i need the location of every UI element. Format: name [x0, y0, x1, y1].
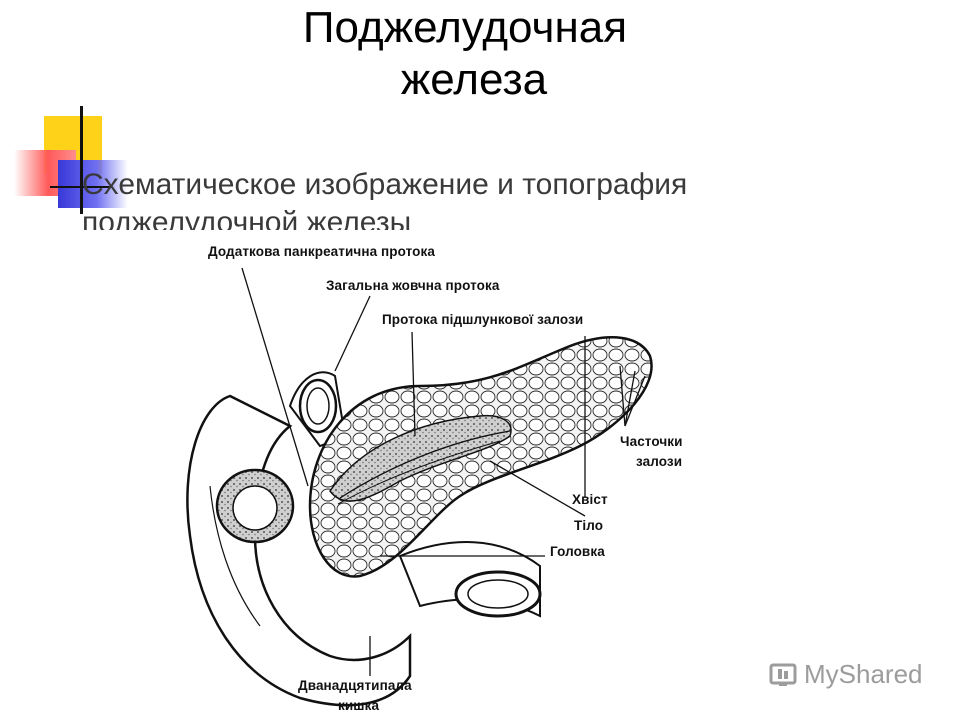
- pancreas-illustration: [186, 267, 653, 707]
- subtitle-line-2-clipped: поджелудочной железы: [82, 206, 602, 231]
- watermark: MyShared: [768, 656, 923, 692]
- title-line-2: железа: [400, 55, 548, 104]
- label-lobules-line-2: залози: [636, 454, 683, 469]
- subtitle-line-2: поджелудочной железы: [82, 206, 412, 231]
- subtitle-line-1: Схематическое изображение и топография: [82, 168, 688, 201]
- label-pancreatic-duct: Протока підшлункової залози: [382, 312, 584, 327]
- watermark-text: MyShared: [804, 658, 923, 689]
- slide-title: Поджелудочная железа: [0, 2, 930, 106]
- decor-horizontal-line: [50, 186, 112, 188]
- myshared-logo-icon: [769, 663, 797, 686]
- pancreas-diagram: Додаткова панкреатична протока Загальна …: [160, 236, 720, 720]
- label-duodenum-line-2: кишка: [338, 698, 380, 713]
- label-head: Головка: [550, 544, 605, 559]
- title-line-1: Поджелудочная: [302, 3, 628, 52]
- label-lobules-line-1: Часточки: [620, 434, 683, 449]
- pancreatic-duct-area: [329, 414, 512, 502]
- label-accessory-duct: Додаткова панкреатична протока: [208, 244, 435, 259]
- decor-blue-square: [58, 160, 128, 208]
- pancreas-body: [308, 336, 653, 578]
- decor-vertical-line: [80, 106, 83, 214]
- label-body: Тіло: [574, 518, 604, 533]
- label-common-bile-duct: Загальна жовчна протока: [326, 278, 500, 293]
- label-tail: Хвіст: [572, 492, 608, 507]
- label-duodenum-line-1: Дванадцятипала: [298, 678, 412, 693]
